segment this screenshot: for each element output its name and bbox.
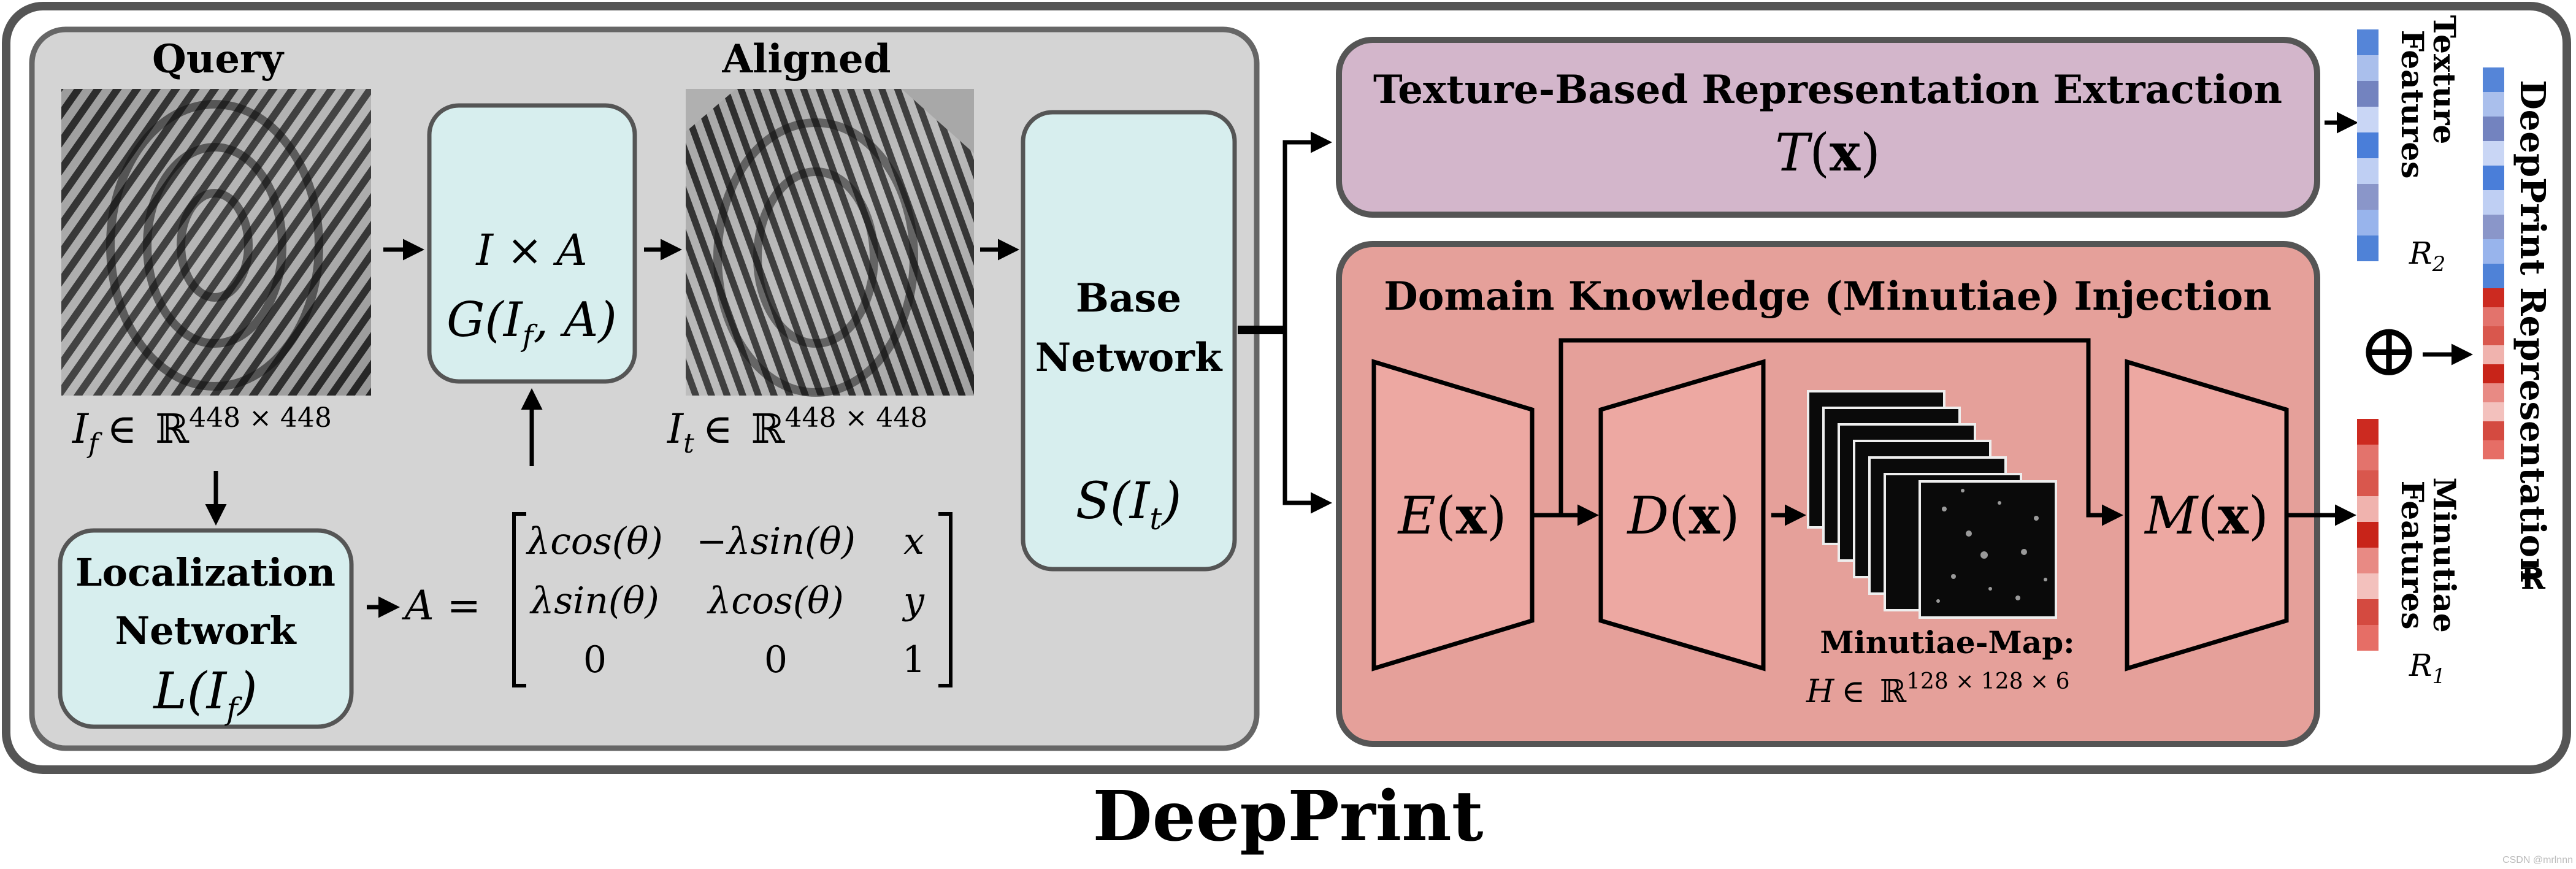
feature-cell	[2357, 573, 2379, 599]
matrix-cell: λcos(θ)	[526, 520, 662, 563]
feature-cell	[2483, 326, 2504, 345]
representation-symbol: R	[2521, 562, 2546, 596]
matrix-right-bracket	[938, 512, 953, 687]
texture-feature-bar	[2357, 29, 2379, 261]
minutiae-map-label: Minutiae-Map:	[1820, 624, 2074, 660]
feature-cell	[2483, 402, 2504, 421]
texture-branch-box	[1336, 37, 2320, 218]
grid-sampler-product: I × A	[475, 225, 587, 275]
encoder-function: E(x)	[1397, 485, 1507, 546]
feature-cell	[2483, 141, 2504, 166]
feature-cell	[2483, 264, 2504, 288]
matrix-cell: 0	[764, 638, 788, 681]
concatenate-symbol: ⊕	[2358, 308, 2420, 393]
feature-cell	[2357, 184, 2379, 210]
aligned-image-equation: It∈ℝ448 × 448	[667, 402, 927, 459]
aligned-label: Aligned	[721, 36, 891, 82]
matrix-cell: 1	[902, 638, 926, 681]
feature-cell	[2357, 548, 2379, 573]
minutiae-arrows	[1532, 112, 2473, 526]
flow-arrows	[205, 239, 1019, 618]
feature-cell	[2357, 210, 2379, 235]
feature-cell	[2357, 132, 2379, 158]
decoder-function: D(x)	[1626, 485, 1739, 546]
feature-cell	[2357, 625, 2379, 651]
feature-cell	[2357, 419, 2379, 445]
matrix-cell: 0	[583, 638, 607, 681]
feature-cell	[2357, 81, 2379, 107]
representation-label: DeepPrint Representation	[2512, 80, 2553, 583]
minutiae-branch-title: Domain Knowledge (Minutiae) Injection	[1384, 274, 2272, 320]
encoder-block	[1371, 359, 1535, 672]
texture-features-label-1: Texture	[2426, 15, 2463, 145]
feature-cell	[2483, 92, 2504, 117]
minutiae-map-equation: H∈ℝ128 × 128 × 6	[1806, 669, 2070, 710]
skip-connection	[1558, 338, 2123, 526]
query-fingerprint-image	[61, 89, 371, 396]
minutiae-features-label-2: Features	[2394, 481, 2431, 630]
feature-cell	[2357, 107, 2379, 132]
matrix-cell: λsin(θ)	[529, 580, 659, 622]
texture-branch-function: T(x)	[1775, 122, 1880, 183]
texture-features-label-2: Features	[2394, 30, 2431, 179]
feature-cell	[2483, 215, 2504, 239]
feature-cell	[2483, 421, 2504, 440]
feature-cell	[2483, 345, 2504, 364]
affine-matrix-cells: λcos(θ) −λsin(θ) x λsin(θ) λcos(θ) y 0 0…	[526, 520, 926, 681]
minutiae-map-stack	[1807, 390, 2057, 619]
feature-cell	[2357, 55, 2379, 81]
feature-cell	[2483, 288, 2504, 307]
feature-cell	[2357, 599, 2379, 625]
minutiae-network-function: M(x)	[2144, 485, 2269, 546]
feature-cell	[2483, 67, 2504, 92]
minutiae-features-symbol: R1	[2409, 648, 2445, 689]
feature-cell	[2483, 383, 2504, 402]
feature-cell	[2357, 235, 2379, 261]
texture-branch-title: Texture-Based Representation Extraction	[1373, 67, 2282, 113]
matrix-cell: x	[903, 520, 924, 563]
feature-cell	[2357, 470, 2379, 496]
matrix-cell: −λsin(θ)	[696, 520, 856, 563]
feature-cell	[2483, 440, 2504, 459]
feature-cell	[2483, 190, 2504, 215]
branch-split	[1238, 131, 1332, 514]
feature-cell	[2483, 239, 2504, 264]
query-label: Query	[152, 36, 285, 82]
feature-cell	[2483, 166, 2504, 190]
minutiae-features-label-1: Minutiae	[2426, 477, 2463, 632]
decoder-block	[1598, 359, 1766, 672]
feature-cell	[2357, 496, 2379, 522]
matrix-left-bracket	[512, 512, 526, 687]
feature-cell	[2357, 445, 2379, 470]
localization-network-label-2: Network	[115, 608, 297, 653]
feature-cell	[2483, 307, 2504, 326]
grid-sampler-box	[427, 103, 637, 384]
matrix-cell: y	[902, 580, 925, 622]
matrix-cell: λcos(θ)	[707, 580, 843, 622]
base-network-function: S(It)	[1076, 472, 1182, 537]
deepprint-representation-bar	[2483, 67, 2504, 459]
base-network-box	[1021, 110, 1237, 572]
feature-cell	[2483, 364, 2504, 383]
minutiae-network-block	[2125, 359, 2289, 672]
watermark: CSDN @mrlnnn	[2502, 855, 2573, 865]
base-network-label-1: Base	[1076, 275, 1181, 321]
localization-network-function: L(If)	[152, 662, 257, 727]
localization-network-label-1: Localization	[75, 550, 335, 595]
footer-title: DeepPrint	[1093, 776, 1484, 857]
affine-matrix-lhs: A =	[401, 582, 481, 629]
query-image-equation: If∈ℝ448 × 448	[72, 402, 332, 459]
feature-cell	[2357, 522, 2379, 548]
minutiae-feature-bar	[2357, 419, 2379, 651]
feature-cell	[2483, 117, 2504, 141]
grid-sampler-function: G(If, A)	[447, 293, 617, 353]
texture-features-symbol: R2	[2409, 235, 2445, 277]
feature-cell	[2357, 158, 2379, 184]
aligned-fingerprint-image	[686, 89, 974, 397]
feature-cell	[2357, 29, 2379, 55]
localization-network-box	[58, 528, 354, 729]
base-network-label-2: Network	[1035, 335, 1223, 381]
